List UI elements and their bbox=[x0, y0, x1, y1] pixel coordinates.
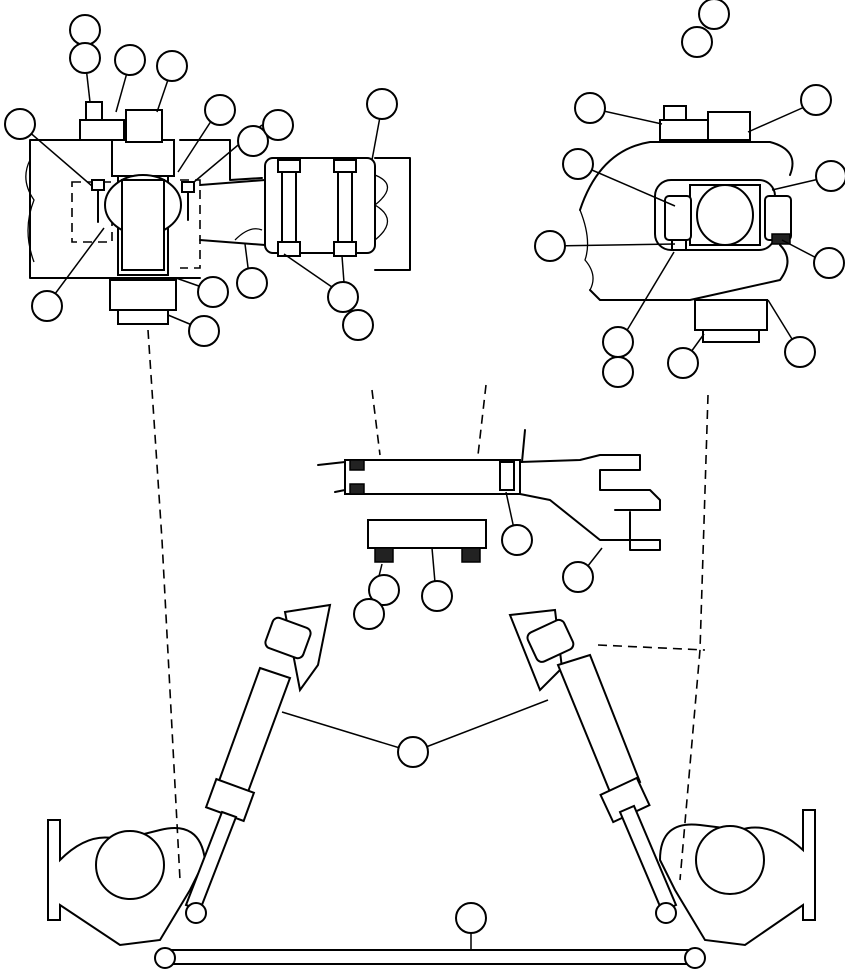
callout-bubble bbox=[698, 0, 730, 30]
callout-bubble bbox=[69, 14, 101, 46]
callout-bubble bbox=[501, 524, 533, 556]
callout-bubble bbox=[574, 92, 606, 124]
callout-bubbles bbox=[4, 0, 845, 934]
callout-bubble bbox=[262, 109, 294, 141]
callout-bubble bbox=[237, 125, 269, 157]
callout-bubble bbox=[784, 336, 816, 368]
callout-bubble bbox=[188, 315, 220, 347]
callout-bubble bbox=[602, 326, 634, 358]
callout-bubble bbox=[31, 290, 63, 322]
callout-bubble bbox=[197, 276, 229, 308]
callout-bubble bbox=[455, 902, 487, 934]
callout-bubble bbox=[327, 281, 359, 313]
callout-bubble bbox=[813, 247, 845, 279]
callout-bubble bbox=[342, 309, 374, 341]
detail-center-link-arm bbox=[317, 384, 661, 563]
callout-bubble bbox=[800, 84, 832, 116]
callout-bubble bbox=[397, 736, 429, 768]
callout-bubble bbox=[4, 108, 36, 140]
callout-bubble bbox=[602, 356, 634, 388]
callout-bubble bbox=[562, 148, 594, 180]
detail-right-clevis-assembly bbox=[579, 105, 794, 343]
bottom-linkage-assembly bbox=[47, 329, 816, 969]
callout-bubble bbox=[534, 230, 566, 262]
callout-bubble bbox=[815, 160, 845, 192]
detail-left-pin-assembly bbox=[25, 101, 411, 325]
callout-bubble bbox=[353, 598, 385, 630]
callout-bubble bbox=[114, 44, 146, 76]
callout-bubble bbox=[236, 267, 268, 299]
callout-bubble bbox=[562, 561, 594, 593]
callout-bubble bbox=[156, 50, 188, 82]
callout-bubble bbox=[421, 580, 453, 612]
callout-bubble bbox=[681, 26, 713, 58]
callout-bubble bbox=[204, 94, 236, 126]
callout-bubble bbox=[667, 347, 699, 379]
callout-bubble bbox=[368, 574, 400, 606]
callout-bubble bbox=[69, 42, 101, 74]
callout-bubble bbox=[366, 88, 398, 120]
